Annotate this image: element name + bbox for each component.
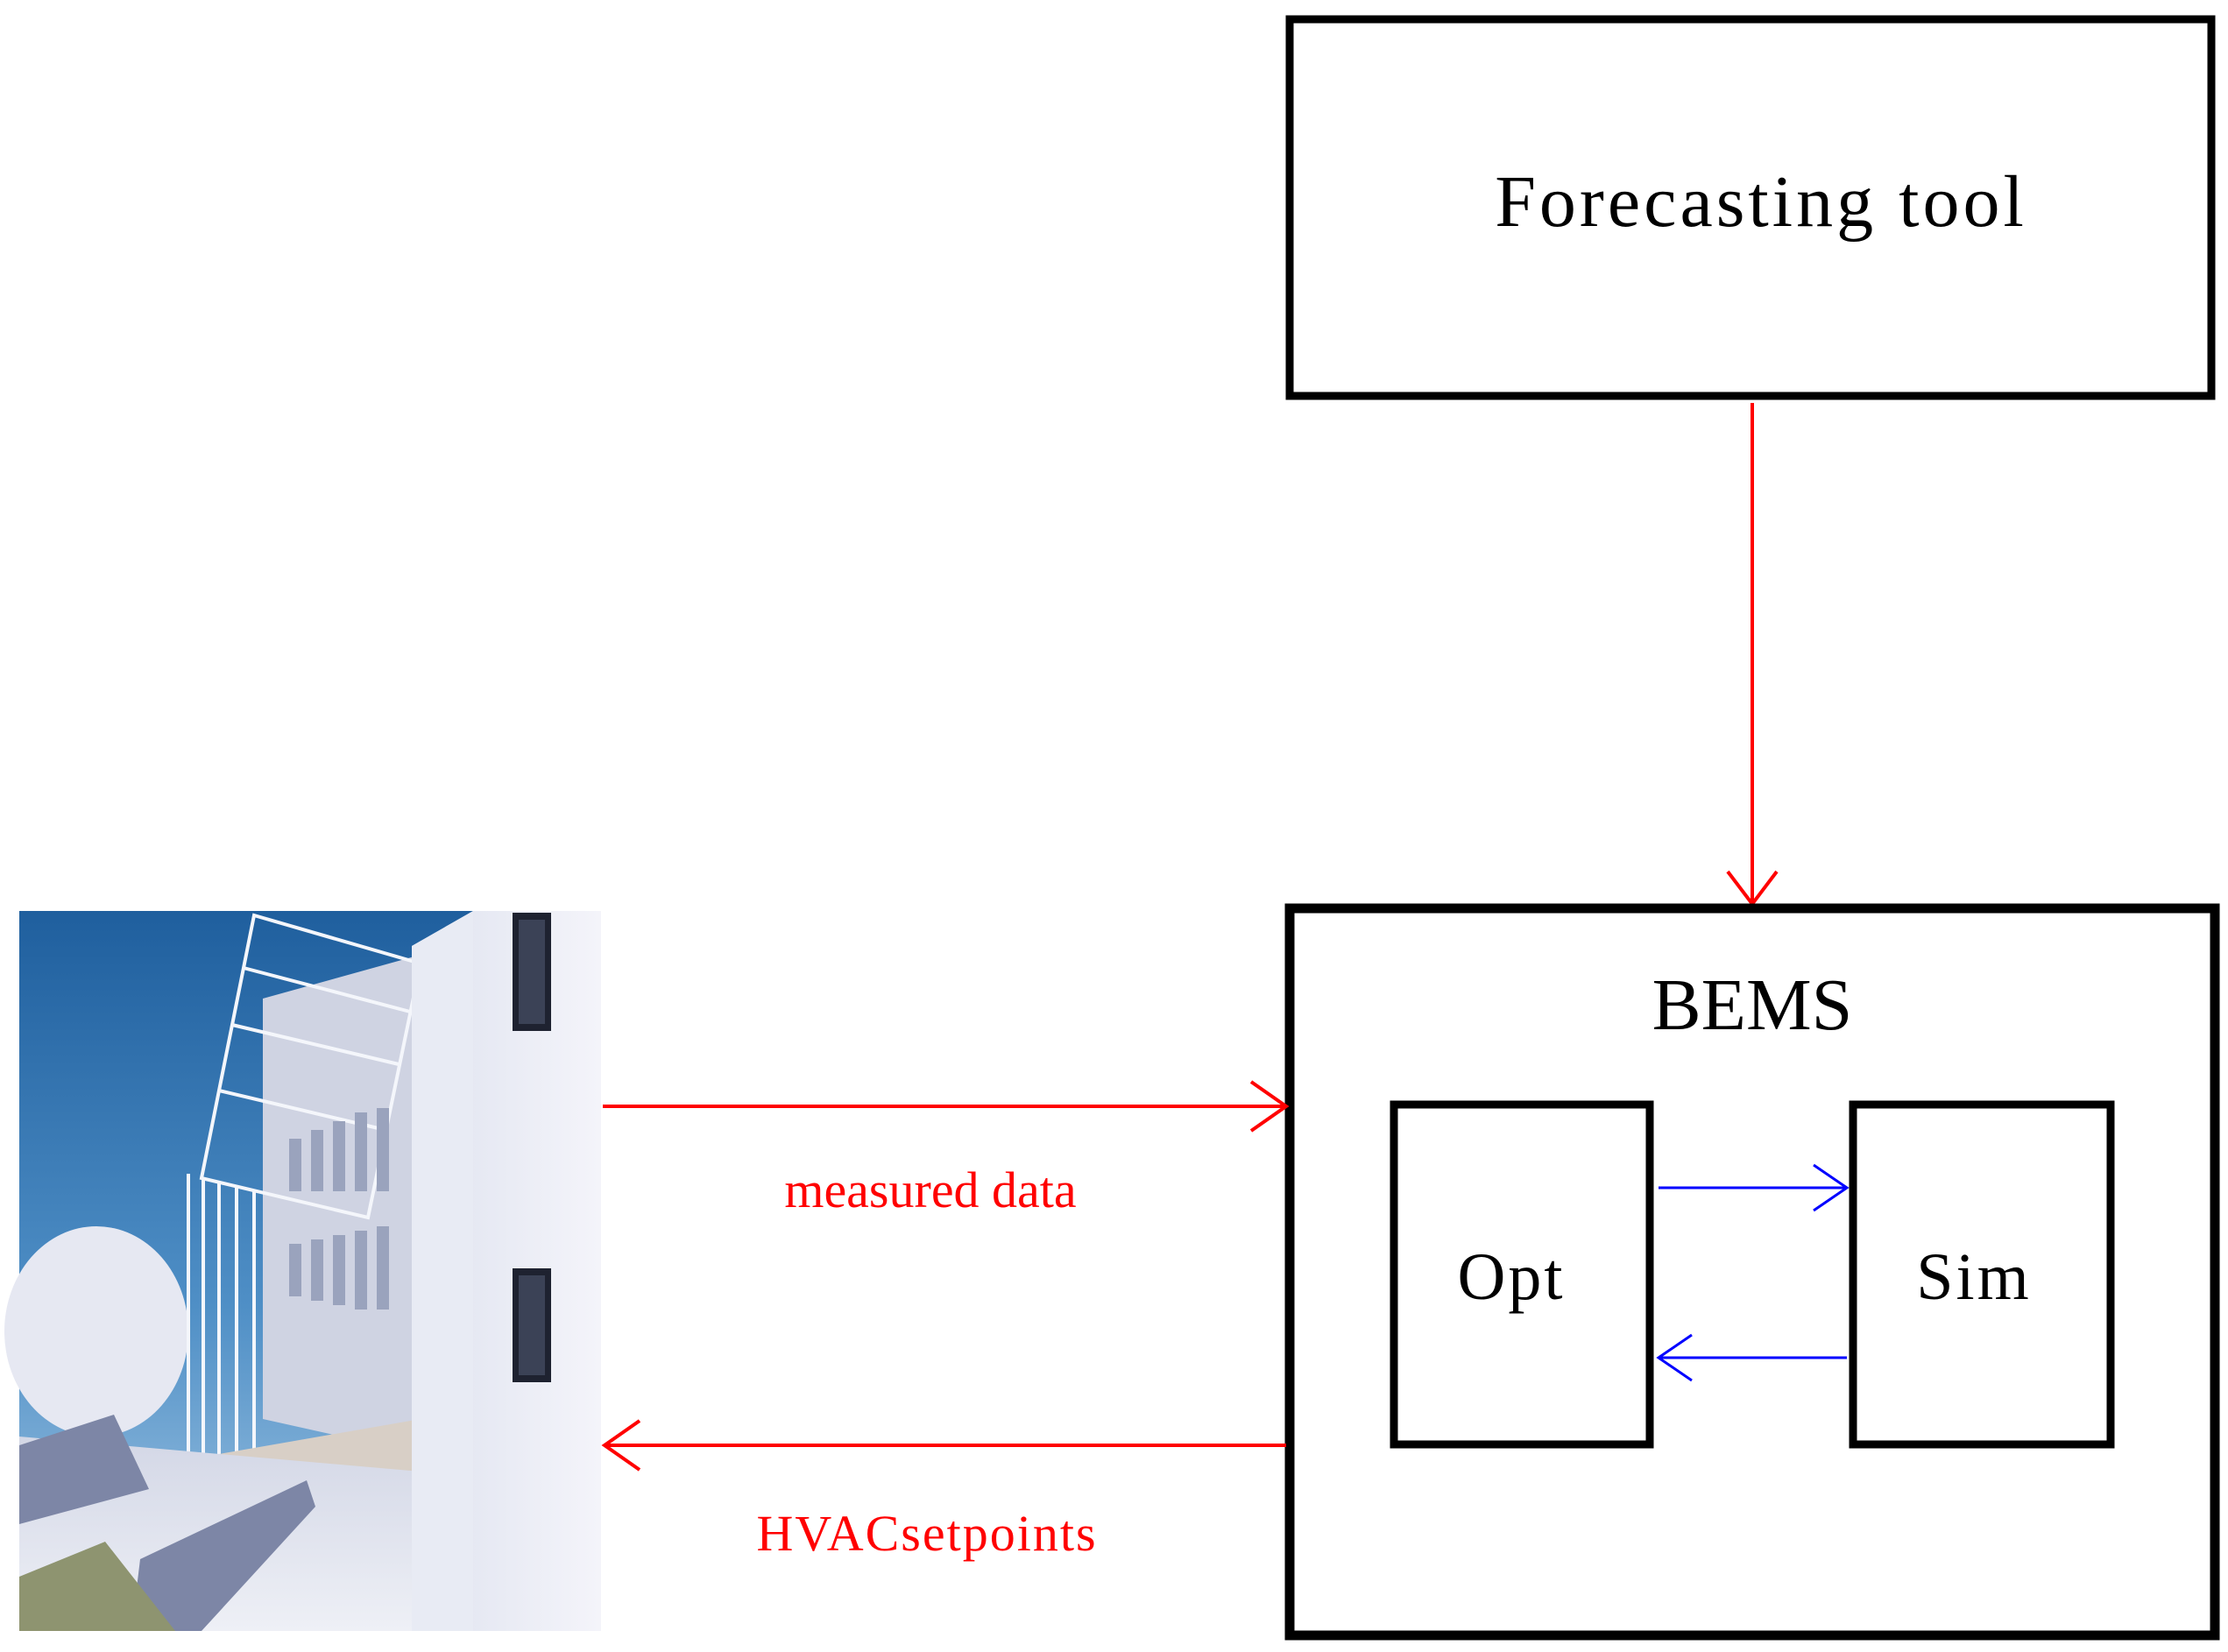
forecasting-tool-box: Forecasting tool — [1285, 15, 2216, 400]
sim-to-opt-arrow — [1656, 1333, 1847, 1382]
opt-to-sim-arrow — [1659, 1163, 1850, 1212]
hvac-setpoints-label: HVACsetpoints — [756, 1505, 1097, 1562]
bems-box: BEMS Opt Sim — [1284, 903, 2220, 1641]
building-render-image — [4, 911, 601, 1631]
bems-label: BEMS — [1652, 964, 1853, 1046]
measured-data-label: measured data — [784, 1161, 1076, 1218]
forecast-to-bems-arrow — [1726, 403, 1779, 907]
opt-label: Opt — [1458, 1240, 1566, 1314]
measured-data-arrow — [603, 1080, 1290, 1133]
forecasting-tool-label: Forecasting tool — [1495, 161, 2027, 243]
sim-label: Sim — [1916, 1240, 2032, 1314]
hvac-setpoints-arrow — [601, 1419, 1286, 1472]
opt-box: Opt — [1390, 1100, 1654, 1449]
sim-box: Sim — [1849, 1100, 2115, 1449]
